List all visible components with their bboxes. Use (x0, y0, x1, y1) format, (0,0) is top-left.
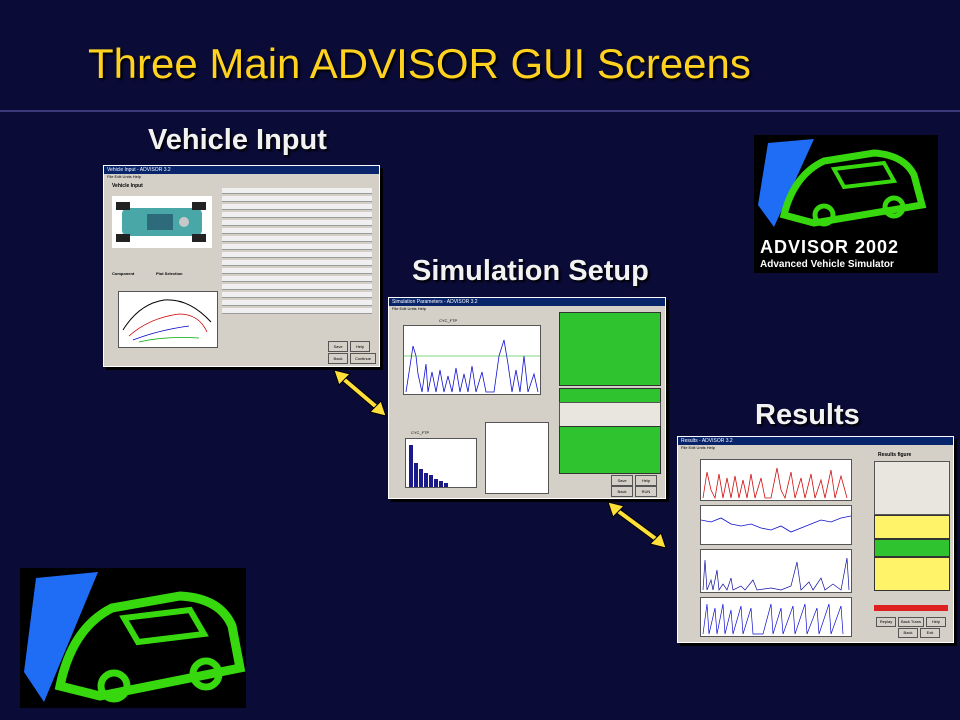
simulation-setup-window[interactable]: Simulation Parameters - ADVISOR 3.2 File… (388, 297, 666, 499)
vehicle-continue-button[interactable]: Continue (350, 353, 376, 364)
speed-histogram (405, 438, 477, 488)
results-speed-trace-icon (702, 467, 848, 500)
results-exit-button[interactable]: Exit (920, 628, 940, 638)
caption-vehicle-input: Vehicle Input (148, 124, 327, 156)
cycle-statistics-table (485, 422, 549, 494)
simulation-back-button[interactable]: Back (611, 486, 633, 497)
vehicle-outline-logo (20, 568, 246, 708)
results-speed-plot (700, 459, 852, 501)
efficiency-contour-icon (122, 299, 212, 343)
histogram-bars-icon (409, 445, 448, 487)
speed-trace-icon (404, 339, 540, 393)
results-window[interactable]: Results - ADVISOR 3.2 File Edit Units He… (677, 436, 954, 643)
results-titlebar: Results - ADVISOR 3.2 (678, 437, 953, 445)
double-arrow-vehicle-simulation-icon (333, 369, 387, 417)
histogram-title: CYC_FTP (411, 430, 430, 435)
simulation-save-button[interactable]: Save (611, 475, 633, 486)
simulation-titlebar: Simulation Parameters - ADVISOR 3.2 (389, 298, 665, 306)
caption-results: Results (755, 399, 860, 431)
results-back-trans-button[interactable]: Back Trans (898, 617, 924, 627)
acceleration-test-panel (874, 557, 950, 591)
results-replay-button[interactable]: Replay (876, 617, 896, 627)
logo-subtitle: Advanced Vehicle Simulator (760, 259, 894, 270)
simulation-help-button[interactable]: Help (635, 475, 657, 486)
fuel-economy-panel (874, 515, 950, 539)
simulation-run-button[interactable]: RUN (635, 486, 657, 497)
component-label: Component (112, 271, 135, 276)
results-help-button[interactable]: Help (926, 617, 946, 627)
caption-simulation-setup: Simulation Setup (412, 255, 649, 287)
vehicle-image (112, 196, 212, 248)
advisor-2002-logo: ADVISOR 2002 Advanced Vehicle Simulator (754, 135, 938, 273)
vehicle-chassis-icon (116, 202, 206, 242)
results-ratio-plot (700, 597, 852, 637)
logo-title: ADVISOR 2002 (760, 237, 900, 257)
vehicle-input-heading: Vehicle Input (112, 183, 143, 189)
parametric-study-panel[interactable] (559, 426, 661, 474)
simulation-menubar[interactable]: File Edit Units Help (392, 306, 427, 311)
drive-cycle-plot-title: CYC_FTP (439, 318, 458, 323)
additional-tests-panel[interactable] (559, 402, 661, 428)
results-ratio-trace-icon (702, 603, 844, 635)
results-soc-plot (700, 505, 852, 545)
results-menubar[interactable]: File Edit Units Help (681, 445, 716, 450)
results-soc-trace-icon (700, 515, 852, 533)
vehicle-outline-logo-large-icon (24, 572, 246, 703)
slide-title: Three Main ADVISOR GUI Screens (88, 40, 751, 87)
results-back-button[interactable]: Back (898, 628, 918, 638)
vehicle-input-titlebar: Vehicle Input - ADVISOR 3.2 (104, 166, 379, 174)
drive-cycle-plot (403, 325, 541, 395)
component-list[interactable] (222, 188, 372, 338)
drive-cycle-panel[interactable] (559, 312, 661, 386)
results-emissions-trace-icon (702, 557, 850, 592)
results-heading: Results figure (878, 452, 912, 458)
vehicle-input-menubar[interactable]: File Edit Units Help (107, 174, 142, 179)
title-divider (0, 110, 960, 112)
vehicle-help-button[interactable]: Help (350, 341, 370, 352)
double-arrow-simulation-results-icon (607, 501, 667, 549)
plot-selection-label: Plot Selection (156, 271, 183, 276)
emissions-panel (874, 539, 950, 557)
vehicle-back-button[interactable]: Back (328, 353, 348, 364)
vehicle-save-button[interactable]: Save (328, 341, 348, 352)
vehicle-input-window[interactable]: Vehicle Input - ADVISOR 3.2 File Edit Un… (103, 165, 380, 367)
vehicle-efficiency-plot (118, 291, 218, 348)
results-selection-panel[interactable] (874, 461, 950, 515)
results-emissions-plot (700, 549, 852, 593)
vehicle-outline-logo-icon (758, 139, 927, 227)
results-progress-bar (874, 605, 948, 611)
